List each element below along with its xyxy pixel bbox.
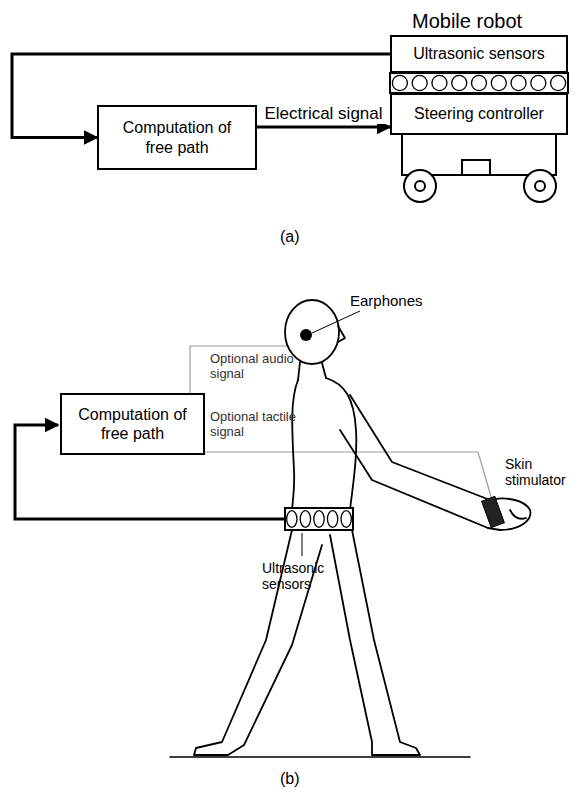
human-figure: [170, 300, 530, 757]
robot-body: [390, 73, 568, 202]
signal-arrow: [257, 126, 390, 129]
earphone: [300, 329, 312, 341]
wheel-hub: [415, 181, 425, 191]
ultrasonic-transducer: [300, 511, 310, 528]
box-label: Computation of free path: [107, 118, 247, 156]
signal-label: Optional tactile signal: [210, 410, 300, 440]
ultrasonic-transducer: [531, 75, 546, 90]
robot-chassis: [402, 135, 556, 175]
ultrasonic-transducer: [432, 75, 447, 90]
wheel-hub: [535, 181, 545, 191]
leader-line: [312, 311, 360, 333]
controller-box: Steering controller: [390, 93, 568, 135]
ultrasonic-transducer: [412, 75, 427, 90]
tactile-signal-line: [205, 452, 492, 500]
ultrasonic-transducer: [471, 75, 486, 90]
part-label: Earphones: [350, 292, 460, 309]
ultrasonic-transducer: [341, 511, 351, 528]
box-label: Computation of free path: [70, 405, 195, 443]
ultrasonic-transducer: [287, 511, 297, 528]
sensor-band: [390, 73, 568, 93]
sensor-array: [392, 75, 565, 90]
title-label: Mobile robot: [412, 10, 582, 33]
part-label: Ultrasonic sensors: [262, 560, 352, 592]
ultrasonic-transducer: [392, 75, 407, 90]
process-box: Computation of free path: [60, 393, 205, 455]
ultrasonic-transducer: [327, 511, 337, 528]
skin-stimulator: [482, 496, 505, 527]
sensor-box: Ultrasonic sensors: [390, 35, 568, 73]
sensor-belt: [285, 508, 353, 530]
sensor-array: [287, 511, 352, 528]
part-label: Skin stimulator: [505, 456, 583, 488]
ultrasonic-transducer: [491, 75, 506, 90]
box-label: Ultrasonic sensors: [413, 44, 545, 63]
signal-label: Optional audio signal: [210, 352, 300, 382]
edge-label: Electrical signal: [261, 104, 385, 124]
process-box: Computation of free path: [97, 105, 257, 170]
wheel: [404, 170, 436, 202]
wheel: [524, 170, 556, 202]
figure-label: (b): [280, 770, 320, 788]
figure-label: (a): [280, 228, 320, 246]
box-label: Steering controller: [414, 104, 544, 123]
leader-line: [302, 533, 303, 556]
audio-signal-line: [190, 338, 300, 393]
ultrasonic-transducer: [314, 511, 324, 528]
ultrasonic-transducer: [551, 75, 566, 90]
ultrasonic-transducer: [452, 75, 467, 90]
drive-unit: [462, 160, 490, 175]
ultrasonic-transducer: [511, 75, 526, 90]
